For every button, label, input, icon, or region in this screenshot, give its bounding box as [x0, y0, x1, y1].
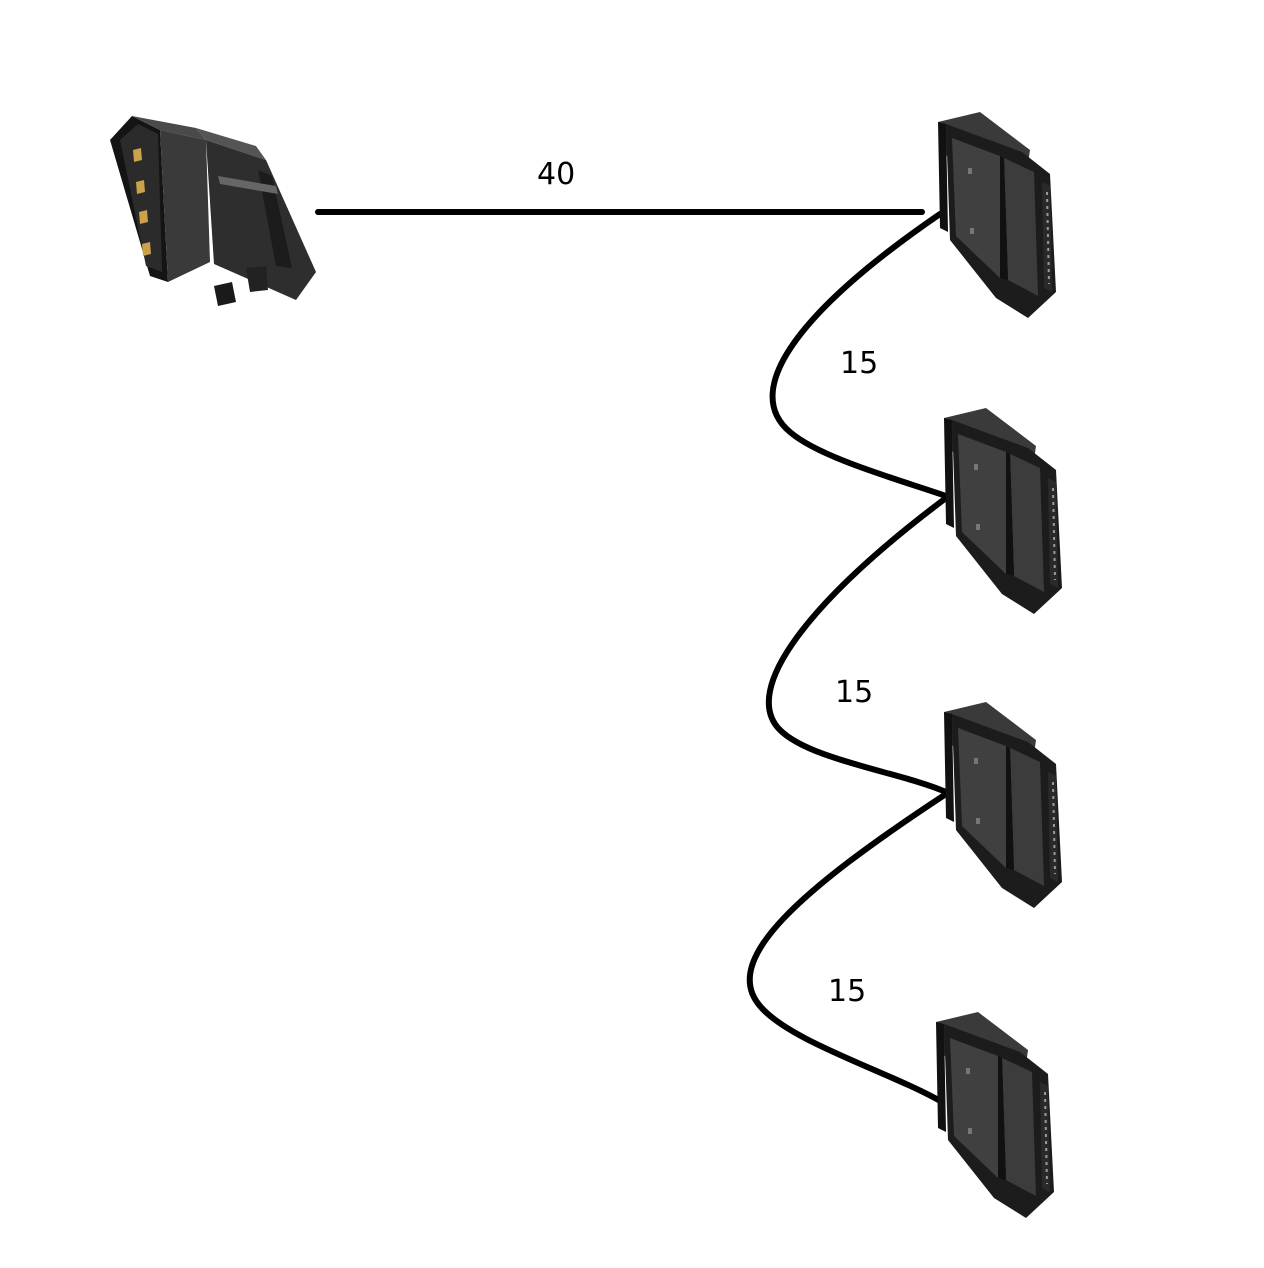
sata-power-connector-icon [943, 407, 1063, 615]
segment-2-length-label: 15 [835, 675, 874, 710]
segment-3-length-label: 15 [828, 974, 867, 1009]
cable-segment-3 [746, 791, 949, 1105]
cable-segment-2 [765, 495, 949, 795]
main-cable-length-label: 40 [537, 157, 576, 192]
sata-power-connector-icon [935, 1011, 1055, 1219]
cable-segment-1 [769, 211, 949, 499]
segment-1-length-label: 15 [840, 346, 879, 381]
sata-power-connector-icon [943, 701, 1063, 909]
molex-connector-icon [110, 116, 316, 306]
sata-power-connector-icon [937, 111, 1057, 319]
